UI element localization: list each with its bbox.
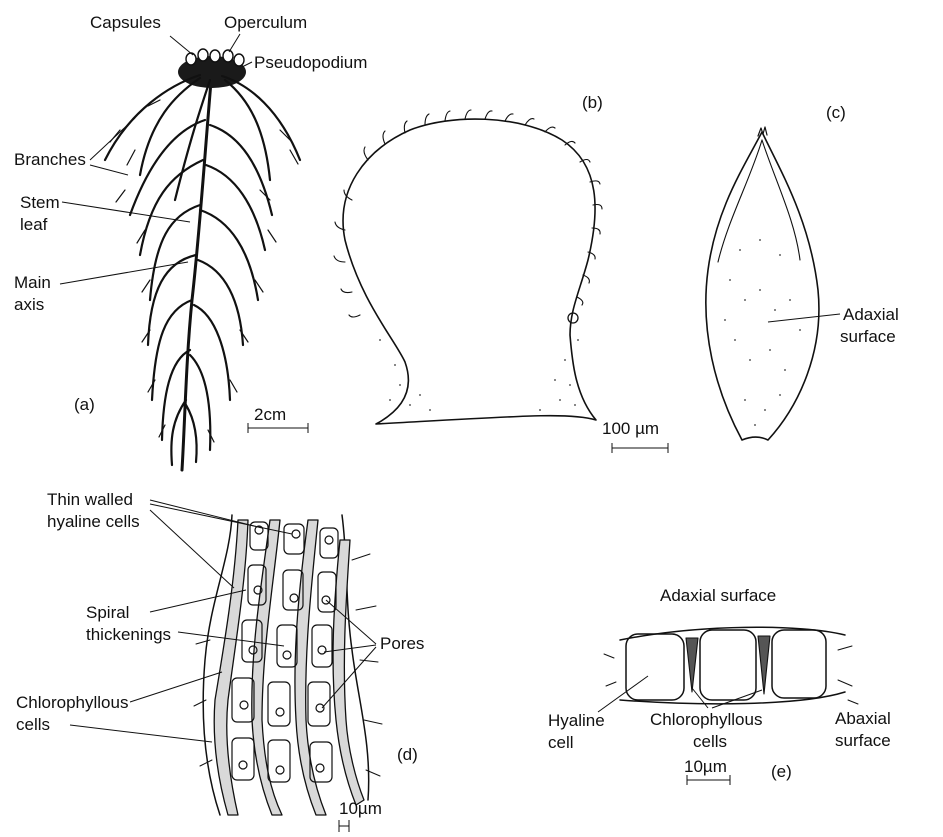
- scale-bar-e: [687, 775, 730, 785]
- pseudopodium-label: Pseudopodium: [254, 53, 367, 72]
- abaxial-label-line1: Abaxial: [835, 709, 891, 728]
- hyaline-cell-3: [772, 630, 826, 698]
- scale-e-label: 10µm: [684, 757, 727, 776]
- capsules-label: Capsules: [90, 13, 161, 32]
- panel-c: (c) Adaxial surface: [706, 103, 899, 440]
- panel-e: Adaxial surface Hyaline cell Chlorophyll…: [548, 586, 891, 785]
- panel-b: (b): [334, 93, 603, 424]
- leaf-c-stipple: [724, 239, 801, 426]
- branch-leaf-inner-margin: [718, 140, 800, 262]
- chloro-e-label-line2: cells: [693, 732, 727, 751]
- stem-leaf-label-line2: leaf: [20, 215, 48, 234]
- panel-a: Capsules Operculum Pseudopodium Branches…: [14, 13, 367, 470]
- scale-bar-a: [248, 423, 308, 433]
- hyaline-cell-2: [700, 630, 756, 700]
- abaxial-label-line2: surface: [835, 731, 891, 750]
- hyaline-e-label-line2: cell: [548, 733, 574, 752]
- panel-e-tag: (e): [771, 762, 792, 781]
- spiral-label-line2: thickenings: [86, 625, 171, 644]
- branch-leaf-outline: [706, 132, 819, 440]
- main-axis-label-line1: Main: [14, 273, 51, 292]
- adaxial-label-line1: Adaxial: [843, 305, 899, 324]
- chlorophyllous-cells-drawing: [686, 636, 770, 694]
- scale-bc-label: 100 µm: [602, 419, 659, 438]
- leaf-b-stipple: [379, 339, 579, 411]
- leaf-fringe: [334, 110, 602, 317]
- panel-d-tag: (d): [397, 745, 418, 764]
- scale-bar-bc: [612, 443, 668, 453]
- adaxial-leader: [768, 314, 840, 322]
- cross-section-drawing: [604, 627, 858, 704]
- branches-label: Branches: [14, 150, 86, 169]
- thin-walled-label-line1: Thin walled: [47, 490, 133, 509]
- panel-e-leaders: [598, 676, 762, 712]
- chloro-d-label-line1: Chlorophyllous: [16, 693, 128, 712]
- thin-walled-label-line2: hyaline cells: [47, 512, 140, 531]
- stem-leaf-outline: [343, 119, 596, 424]
- adaxial-e-label: Adaxial surface: [660, 586, 776, 605]
- scale-d-label: 10µm: [339, 799, 382, 818]
- scale-a-label: 2cm: [254, 405, 286, 424]
- chloro-d-label-line2: cells: [16, 715, 50, 734]
- chloro-e-label-line1: Chlorophyllous: [650, 710, 762, 729]
- hyaline-cell-1: [626, 634, 684, 700]
- spiral-label-line1: Spiral: [86, 603, 129, 622]
- leaf-pore-mark: [568, 313, 578, 323]
- stem-leaf-label-line1: Stem: [20, 193, 60, 212]
- cell-network-drawing: [194, 515, 382, 815]
- panel-b-tag: (b): [582, 93, 603, 112]
- adaxial-label-line2: surface: [840, 327, 896, 346]
- operculum-label: Operculum: [224, 13, 307, 32]
- main-axis-label-line2: axis: [14, 295, 44, 314]
- hyaline-e-label-line1: Hyaline: [548, 711, 605, 730]
- pores-label: Pores: [380, 634, 424, 653]
- panel-d: Thin walled hyaline cells Spiral thicken…: [16, 490, 424, 832]
- scale-bar-d: [339, 820, 349, 832]
- panel-c-tag: (c): [826, 103, 846, 122]
- panel-a-tag: (a): [74, 395, 95, 414]
